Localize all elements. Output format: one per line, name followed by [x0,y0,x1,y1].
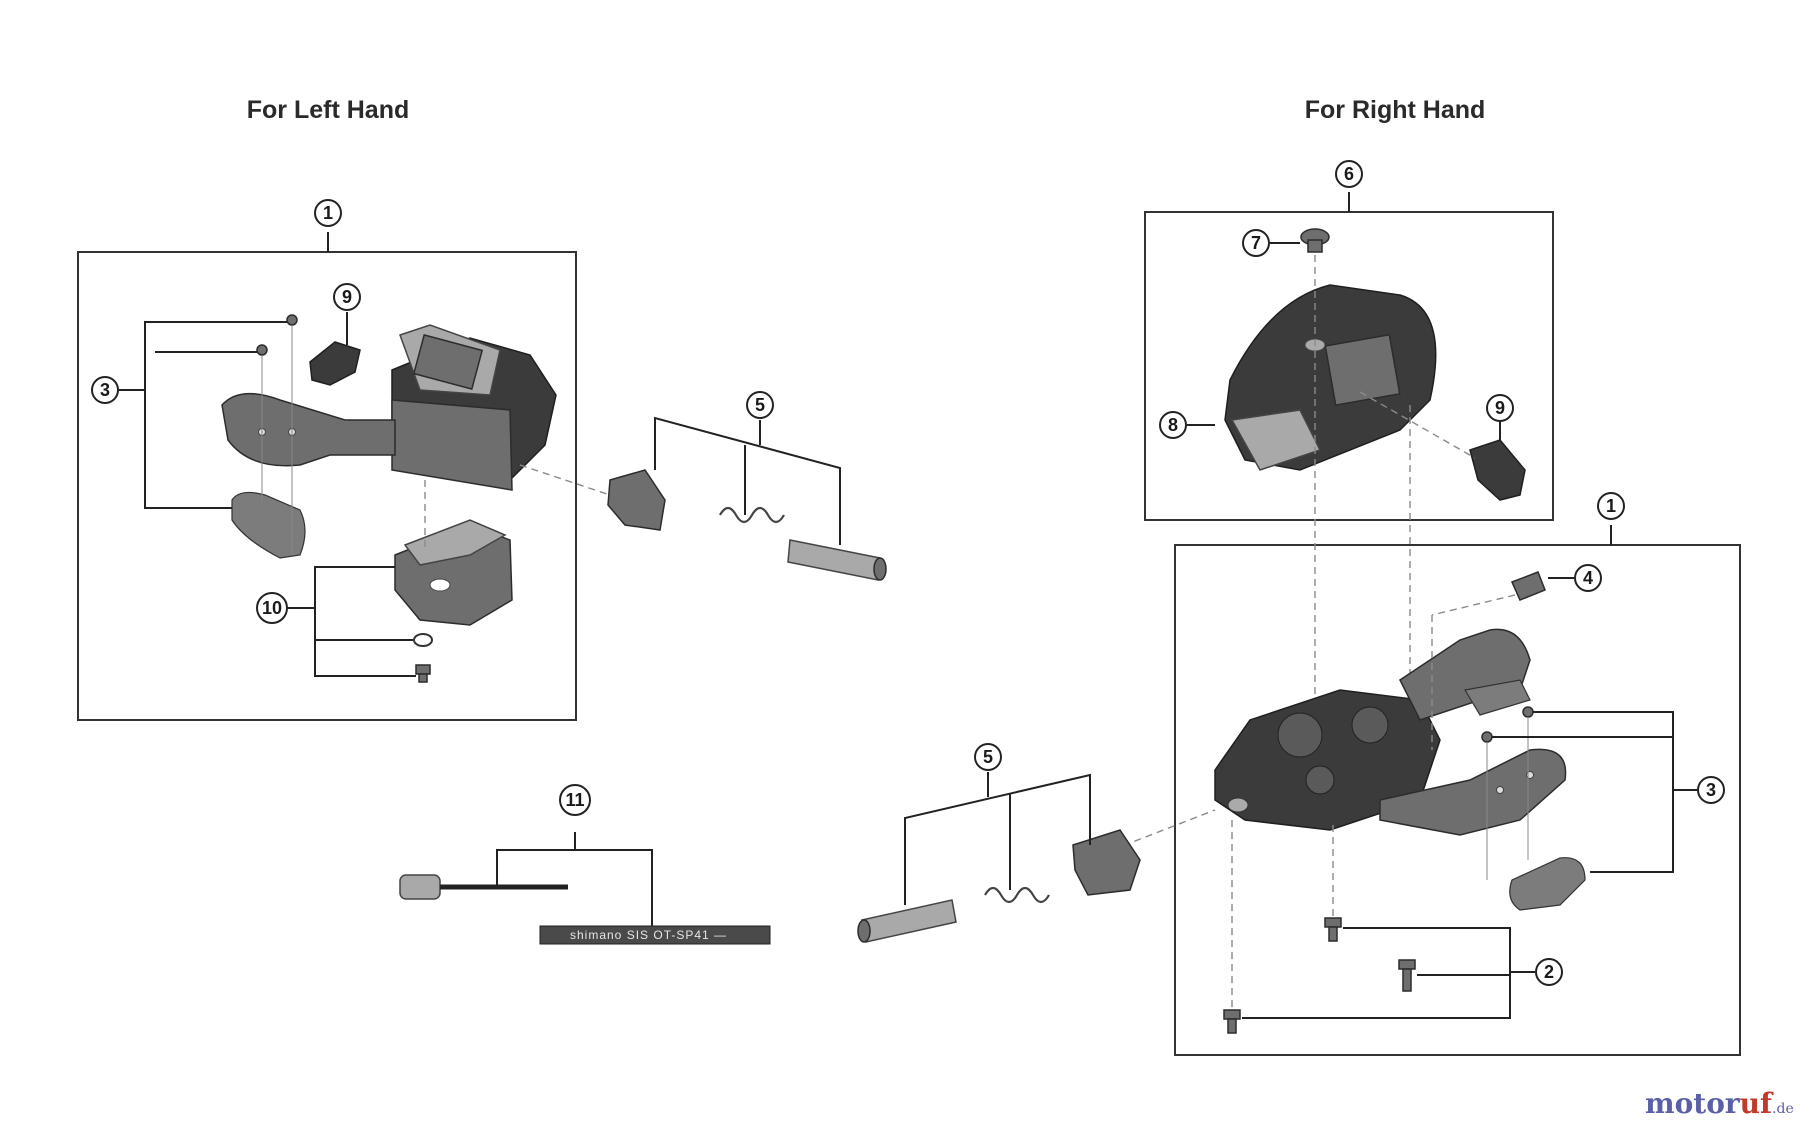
svg-text:5: 5 [755,395,765,415]
left-shifter-body [391,324,557,491]
svg-text:9: 9 [342,287,352,307]
left-adjuster-sleeve [787,539,887,581]
right-upper-lever [1399,628,1531,721]
right-callout-9: 9 [1486,394,1514,422]
right-callout-3: 3 [1697,776,1725,804]
right-shifter-body [1214,689,1441,831]
cable-housing-print: shimano SIS OT-SP41 — [570,928,727,942]
left-washer [413,633,433,647]
right-callout-4: 4 [1574,564,1602,592]
svg-text:3: 3 [100,380,110,400]
svg-text:9: 9 [1495,398,1505,418]
callout-11: 11 [559,784,591,816]
left-base-screw [415,664,431,683]
right-upper-lever-pad [1464,679,1531,716]
right-lower-lever-pad [1509,857,1586,911]
motoruf-watermark: motoruf.de [1645,1087,1794,1120]
left-callout-3-leader-a [144,321,287,509]
inner-cable-assembly: shimano SIS OT-SP41 — 11 [399,784,771,945]
right-callout-8: 8 [1159,411,1187,439]
inner-cable-end [399,874,568,900]
left-base-plate [394,480,513,626]
right-hand-assembly: 1 [1174,255,1741,1056]
right-adjust-bolt [1431,571,1546,750]
left-adjuster-bolt [607,469,666,531]
left-cable-clip [309,341,361,386]
left-adjuster-spring [719,506,785,524]
right-callout-1: 1 [1597,492,1625,520]
svg-text:11: 11 [565,790,584,810]
right-body-screw-1 [1324,825,1342,942]
left-callout-5-leader-a [654,416,841,545]
left-adjuster-group: 5 [519,391,887,581]
right-callout-2-leader-a [1242,927,1511,1019]
svg-text:1: 1 [1606,496,1616,516]
svg-text:8: 8 [1168,415,1178,435]
svg-text:1: 1 [323,203,333,223]
svg-text:7: 7 [1251,233,1261,253]
outer-cable-housing: shimano SIS OT-SP41 — [539,925,771,945]
svg-text:2: 2 [1544,962,1554,982]
right-callout-3-leader-a [1533,711,1674,873]
left-lever [221,392,396,467]
left-callout-3: 3 [91,376,119,404]
right-top-cover-group: 6 8 7 9 [1144,160,1554,521]
left-hand-heading: For Left Hand [247,96,410,124]
left-callout-10: 10 [256,592,288,624]
watermark-brand: motoruf.de [1645,1087,1794,1120]
right-cable-clip [1469,439,1526,501]
right-hand-heading: For Right Hand [1305,96,1486,124]
right-callout-6: 6 [1335,160,1363,188]
left-callout-5: 5 [746,391,774,419]
right-adjuster-spring [984,886,1050,904]
left-lever-pad [231,491,306,559]
right-assembly-box [1174,544,1741,1056]
left-callout-9: 9 [333,283,361,311]
right-top-cover [1224,284,1437,471]
right-callout-7: 7 [1242,229,1270,257]
right-body-screw-2 [1398,959,1416,992]
right-adjuster-sleeve [857,899,957,943]
right-adjuster-group: 5 [857,743,1216,943]
svg-text:5: 5 [983,747,993,767]
left-hand-assembly: 1 3 [77,199,577,721]
right-adjuster-bolt [1072,829,1141,896]
right-cover-screw [1300,228,1330,253]
svg-text:10: 10 [262,598,282,618]
svg-text:3: 3 [1706,780,1716,800]
left-callout-10-leader-a [314,566,416,677]
svg-text:4: 4 [1583,568,1593,588]
right-body-screw-3 [1223,820,1241,1034]
right-callout-2: 2 [1535,958,1563,986]
svg-text:6: 6 [1344,164,1354,184]
left-pad-screw-lower [256,344,268,500]
right-callout-5: 5 [974,743,1002,771]
right-callout-5-leader-a [904,773,1091,905]
left-pad-screw-upper [286,314,298,555]
left-callout-1: 1 [314,199,342,227]
